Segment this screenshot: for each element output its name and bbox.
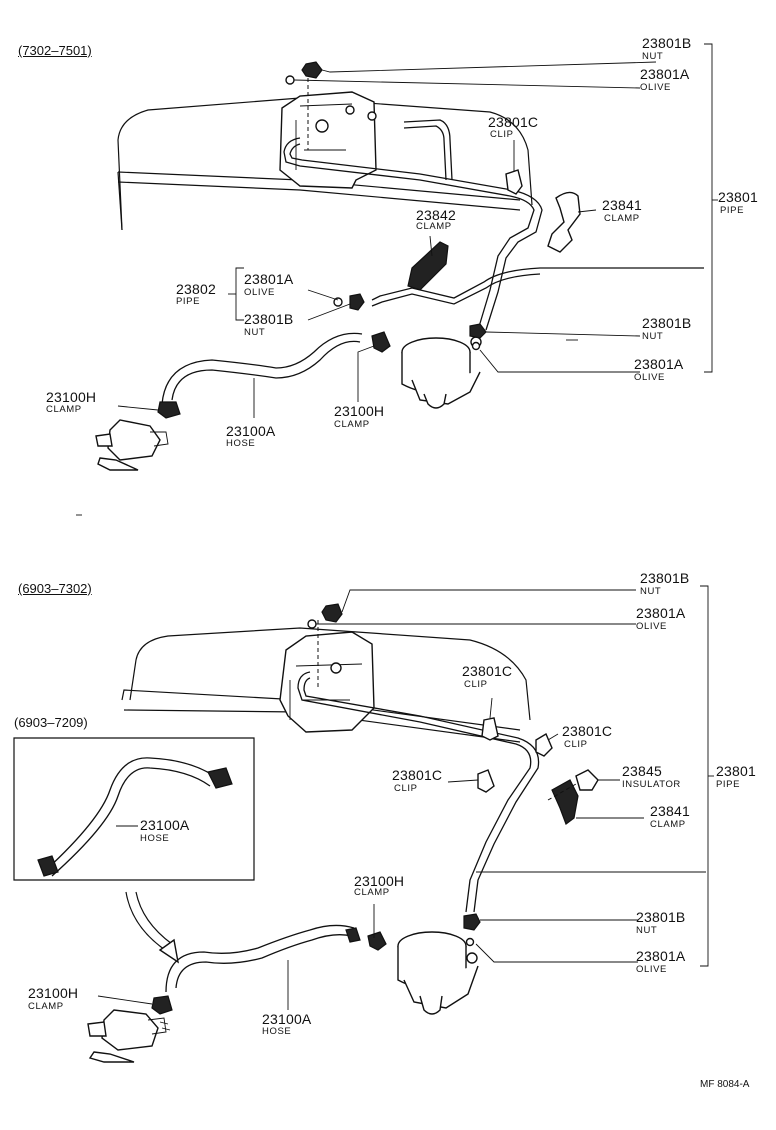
bottom-23100H-right-number: 23100H [354, 873, 405, 889]
top-clamp-23100H-right [371, 331, 391, 353]
bottom-23100A-name: HOSE [262, 1026, 292, 1037]
top-nut-23801B [301, 61, 323, 79]
top-23801B-number: 23801B [642, 35, 692, 51]
top-olive-23801A-lower [471, 341, 481, 351]
bottom-fuel-pipe-23801 [297, 671, 540, 913]
top-section-range: (7302–7501) [18, 43, 92, 58]
bottom-23845-number: 23845 [622, 763, 662, 779]
bottom-23100H-right-name: CLAMP [354, 887, 390, 898]
bottom-23801C-top-name: CLIP [464, 679, 488, 690]
top-23801-name: PIPE [720, 205, 745, 216]
bottom-fuel-filter [87, 1009, 171, 1063]
top-23802-name: PIPE [176, 296, 201, 307]
inset-arrow [125, 891, 169, 953]
bottom-23801A-lower-number: 23801A [636, 948, 686, 964]
bottom-hose-23100A [175, 934, 353, 989]
top-olive-23801A [285, 75, 295, 85]
bottom-clip-23801C-top [481, 717, 499, 741]
top-clip-23801C [505, 169, 523, 195]
bottom-clamp-23841 [551, 779, 579, 825]
top-23801C-number: 23801C [488, 114, 539, 130]
top-section-drawing [95, 43, 718, 471]
top-clamp-23841 [547, 191, 581, 253]
top-pipe-23802 [371, 267, 704, 301]
top-23801A-mid-name: OLIVE [244, 287, 275, 298]
bottom-23100H-left-number: 23100H [28, 985, 79, 1001]
top-23801A-lower-name: OLIVE [634, 372, 665, 383]
bottom-insulator-23845 [575, 769, 599, 791]
top-23801A-lower-number: 23801A [634, 356, 684, 372]
bottom-clamp-23100H-left [151, 995, 173, 1015]
inset-23100A-name: HOSE [140, 833, 170, 844]
top-hose-23100A [171, 340, 361, 401]
diagram-code: MF 8084-A [700, 1079, 750, 1090]
top-23841-name: CLAMP [604, 213, 640, 224]
top-23801B-lower-number: 23801B [642, 315, 692, 331]
bottom-23841-number: 23841 [650, 803, 690, 819]
bottom-clip-23801C-left [477, 769, 495, 793]
bottom-23801C-right-number: 23801C [562, 723, 613, 739]
bottom-23801B-number: 23801B [640, 570, 690, 586]
top-23801B-mid-name: NUT [244, 327, 266, 338]
top-23100A-name: HOSE [226, 438, 256, 449]
bottom-23801C-right-name: CLIP [564, 739, 588, 750]
bottom-23845-name: INSULATOR [622, 779, 681, 790]
top-23100H-left-name: CLAMP [46, 404, 82, 415]
top-23801C-name: CLIP [490, 129, 514, 140]
bottom-23801-number: 23801 [716, 763, 756, 779]
bottom-23841-name: CLAMP [650, 819, 686, 830]
top-23842-number: 23842 [416, 207, 456, 223]
bottom-23100A-number: 23100A [262, 1011, 312, 1027]
bottom-fuel-pump [397, 931, 479, 1015]
bottom-23801A-number: 23801A [636, 605, 686, 621]
top-23841-number: 23841 [602, 197, 642, 213]
top-23802-number: 23802 [176, 281, 216, 297]
bottom-23801B-lower-name: NUT [636, 925, 658, 936]
bottom-olive-23801A-lower [465, 937, 475, 947]
bottom-clip-23801C-right [535, 732, 553, 757]
inset-23100A-number: 23100A [140, 817, 190, 833]
top-23801B-lower-name: NUT [642, 331, 664, 342]
top-23801B-mid-number: 23801B [244, 311, 294, 327]
bottom-section-drawing [13, 585, 714, 1063]
top-23100H-right-number: 23100H [334, 403, 385, 419]
bottom-nut-23801B-lower [463, 913, 481, 931]
top-23842-name: CLAMP [416, 221, 452, 232]
bottom-section-range: (6903–7302) [18, 581, 92, 596]
bottom-23801C-top-number: 23801C [462, 663, 513, 679]
bottom-23801B-name: NUT [640, 586, 662, 597]
bottom-nut-23801B [321, 603, 343, 623]
bottom-23100H-left-name: CLAMP [28, 1001, 64, 1012]
bottom-clamp-23100H-right [367, 931, 387, 951]
top-23801A-name: OLIVE [640, 82, 671, 93]
bottom-23801C-left-name: CLIP [394, 783, 418, 794]
top-fuel-filter [95, 419, 169, 471]
top-carburetor [279, 91, 377, 189]
bottom-23801-name: PIPE [716, 779, 741, 790]
top-23801A-mid-number: 23801A [244, 271, 294, 287]
top-23801-number: 23801 [718, 189, 758, 205]
bottom-inset-box [13, 737, 255, 881]
top-clamp-23842 [407, 241, 449, 291]
bottom-olive-23801A [307, 619, 317, 629]
top-23801A-number: 23801A [640, 66, 690, 82]
bottom-23801C-left-number: 23801C [392, 767, 443, 783]
top-clamp-23100H-left [157, 401, 181, 419]
bottom-23801B-lower-number: 23801B [636, 909, 686, 925]
bottom-engine-head [129, 627, 531, 721]
bottom-23801A-name: OLIVE [636, 621, 667, 632]
top-fuel-pump [401, 336, 482, 409]
top-23100H-left-number: 23100H [46, 389, 97, 405]
bottom-23801A-lower-name: OLIVE [636, 964, 667, 975]
top-nut-23801B-lower [469, 323, 487, 339]
top-23801B-name: NUT [642, 51, 664, 62]
top-23100A-number: 23100A [226, 423, 276, 439]
bottom-carburetor [279, 631, 375, 733]
top-23100H-right-name: CLAMP [334, 419, 370, 430]
inset-range: (6903–7209) [14, 715, 88, 730]
